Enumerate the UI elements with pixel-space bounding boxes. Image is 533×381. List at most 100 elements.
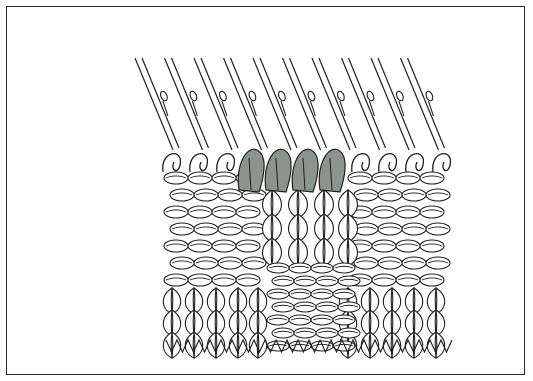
purl-stitch <box>218 257 242 269</box>
purl-stitch <box>426 257 450 269</box>
needle-shaft-line <box>342 58 380 150</box>
purl-stitch <box>242 257 266 269</box>
purl-stitch <box>338 276 360 286</box>
needle <box>135 58 179 150</box>
purl-bump <box>194 189 218 201</box>
purl-bump <box>420 172 444 184</box>
purl-stitch <box>294 276 316 286</box>
stitch-leg-left <box>229 310 238 336</box>
purl-stitch <box>289 263 311 273</box>
knit-stitch <box>207 332 224 358</box>
purl-bump <box>164 274 188 286</box>
purl-bump <box>378 189 402 201</box>
stitch-leg-right <box>414 288 423 314</box>
purl-stitch <box>372 240 396 252</box>
purl-bump <box>236 274 260 286</box>
purl-bump <box>420 274 444 286</box>
purl-stitch <box>218 223 242 235</box>
stitch-leg-right <box>298 238 307 266</box>
stitch-leg-left <box>185 288 194 314</box>
purl-stitch <box>378 223 402 235</box>
stitch-leg-left <box>427 288 436 314</box>
stitch-leg-right <box>238 288 247 314</box>
stitch-leg-left <box>405 288 414 314</box>
purl-bump <box>402 189 426 201</box>
purl-stitch <box>372 274 396 286</box>
purl-bump <box>194 223 218 235</box>
purl-bump <box>212 240 236 252</box>
needle-latch <box>248 90 257 102</box>
purl-stitch <box>212 274 236 286</box>
purl-stitch <box>188 274 212 286</box>
purl-stitch <box>420 172 444 184</box>
purl-stitch <box>267 315 289 325</box>
highlighted-stitch-hook <box>292 149 318 192</box>
purl-bump <box>170 223 194 235</box>
purl-bump <box>188 274 212 286</box>
purl-stitch <box>420 274 444 286</box>
hook-loop-path <box>163 154 181 172</box>
knit-stitch <box>383 332 400 358</box>
purl-stitch <box>294 328 316 338</box>
purl-bump <box>420 240 444 252</box>
knit-stitch <box>163 332 180 358</box>
stitch-leg-left <box>405 332 414 358</box>
purl-stitch <box>218 189 242 201</box>
needle-latch <box>189 90 198 102</box>
purl-bump <box>396 206 420 218</box>
needle-shaft-line <box>260 58 297 148</box>
stitch-leg-left <box>339 238 348 266</box>
stitch-hook <box>190 154 208 172</box>
needle-shaft-line <box>142 58 179 148</box>
stitch-leg-left <box>263 214 272 242</box>
purl-stitch <box>316 328 338 338</box>
knit-stitch <box>263 238 282 266</box>
purl-stitch <box>194 189 218 201</box>
stitch-leg-right <box>370 288 379 314</box>
purl-stitch <box>311 263 333 273</box>
purl-bump <box>188 172 212 184</box>
needle-shaft-line <box>312 58 350 150</box>
purl-bump <box>420 206 444 218</box>
knit-stitch <box>405 332 422 358</box>
purl-stitch <box>236 206 260 218</box>
hook-loop-path <box>379 154 397 172</box>
purl-bump <box>372 240 396 252</box>
purl-stitch <box>212 206 236 218</box>
stitch-leg-right <box>172 310 181 336</box>
stitch-leg-right <box>324 214 333 242</box>
purl-stitch <box>316 276 338 286</box>
purl-stitch <box>396 240 420 252</box>
purl-stitch <box>338 328 360 338</box>
stitch-leg-right <box>258 288 267 314</box>
stitch-leg-left <box>207 310 216 336</box>
needle-shaft-line <box>378 58 415 148</box>
purl-bump <box>396 240 420 252</box>
needle-latch <box>159 90 168 102</box>
purl-stitch <box>420 240 444 252</box>
purl-bump <box>242 257 266 269</box>
stitch-leg-right <box>298 190 307 218</box>
stitch-leg-left <box>427 310 436 336</box>
purl-bump <box>396 172 420 184</box>
stitch-leg-right <box>392 310 401 336</box>
stitch-hook <box>217 154 235 172</box>
purl-bump <box>372 206 396 218</box>
needle-shaft-line <box>165 58 203 150</box>
knit-stitch <box>427 332 444 358</box>
stitch-leg-left <box>361 310 370 336</box>
purl-stitch <box>212 240 236 252</box>
purl-stitch <box>348 172 372 184</box>
stitch-hook <box>433 154 451 172</box>
stitch-leg-right <box>436 288 445 314</box>
stitch-leg-left <box>185 332 194 358</box>
stitch-leg-left <box>339 190 348 218</box>
stitch-hook <box>163 154 181 172</box>
purl-stitch <box>170 223 194 235</box>
stitch-leg-right <box>238 310 247 336</box>
purl-stitch <box>164 274 188 286</box>
purl-bump <box>212 274 236 286</box>
stitch-leg-right <box>324 190 333 218</box>
stitch-leg-right <box>258 310 267 336</box>
purl-bump <box>164 240 188 252</box>
